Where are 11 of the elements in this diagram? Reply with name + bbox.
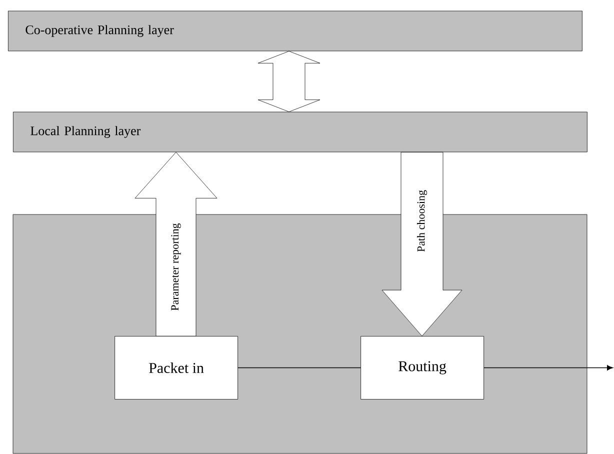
- block-arrow: [382, 152, 462, 336]
- connector-line: [238, 367, 361, 368]
- block-arrow: [134, 152, 218, 336]
- block-arrow: [258, 50, 320, 112]
- connector-line: [484, 365, 613, 370]
- process-box: Packet in: [114, 336, 238, 400]
- layer-box: Local Planning layer: [13, 112, 588, 152]
- layer-box: Co-operative Planning layer: [8, 10, 582, 52]
- process-box: Routing: [360, 336, 484, 400]
- edge-label: Parameter reporting: [171, 223, 181, 310]
- edge-label: Path choosing: [417, 190, 427, 252]
